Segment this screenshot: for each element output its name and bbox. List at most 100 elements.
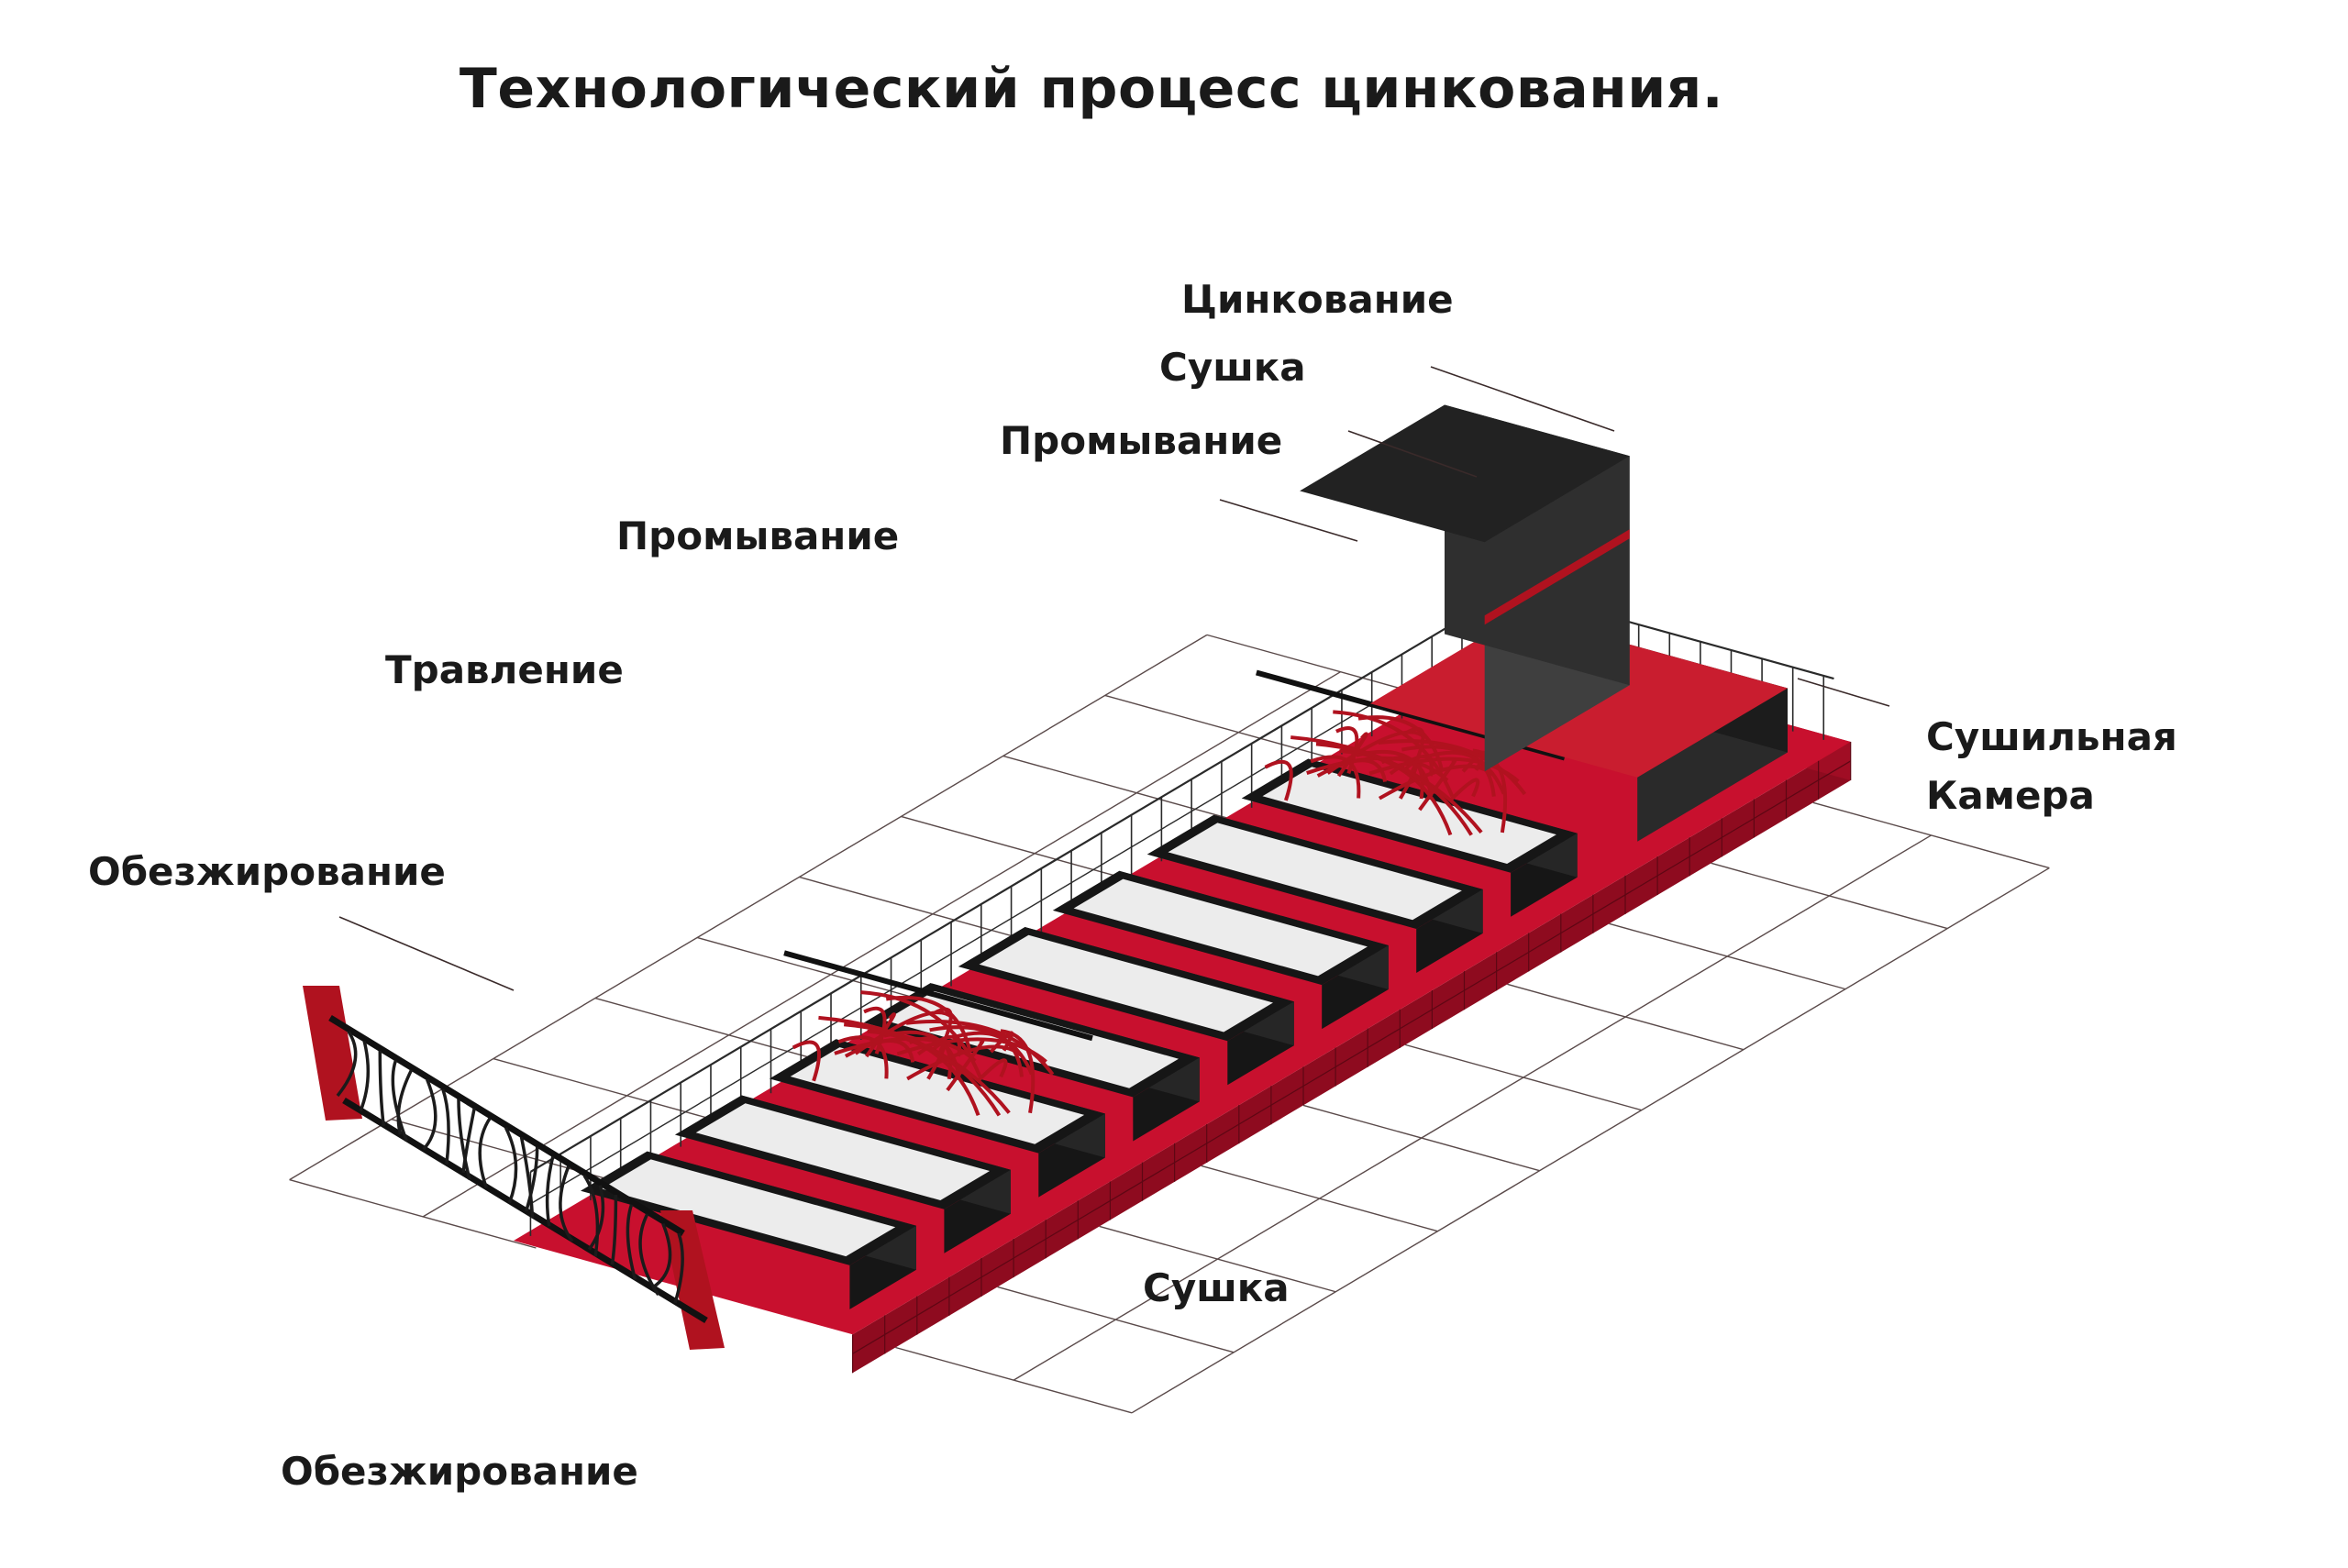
rack-etching-bar: [865, 1012, 896, 1058]
label-rinsing-2: Промывание: [616, 513, 900, 558]
grid-line-back: [901, 815, 1148, 886]
tank-8-liquid: [1262, 767, 1556, 864]
label-drying-chamber: Сушильная Камера: [1926, 708, 2177, 825]
leader-drying-chamber: [1797, 678, 1890, 707]
frame-hanging-part: [336, 1031, 358, 1098]
grid-line-back: [1002, 755, 1250, 825]
tank-6: [1052, 870, 1389, 1030]
tank-2-liquid: [695, 1103, 991, 1200]
frame-hanging-part: [525, 1146, 539, 1212]
rack-zinc-bar: [1339, 749, 1453, 836]
label-drying-chamber-line1: Сушильная: [1926, 714, 2177, 759]
rack-etching-bar: [905, 1019, 1055, 1076]
leader-zinc: [1430, 366, 1615, 432]
frame-hanging-part: [626, 1204, 637, 1281]
frame-hanging-part: [461, 1108, 476, 1173]
frame-hanging-part: [673, 1232, 684, 1304]
tank-2: [674, 1095, 1011, 1253]
frame-hanging-part: [504, 1126, 518, 1204]
frame-hanging-part: [478, 1117, 492, 1188]
grid-line-front-mid: [1013, 834, 1932, 1381]
page-title: Технологический процесс цинкования.: [459, 57, 1724, 121]
grid-line-front-edge: [1131, 867, 2050, 1414]
leader-degreasing-1: [338, 916, 515, 991]
hanging-racks: [783, 669, 1566, 1117]
frame-hanging-part: [587, 1185, 605, 1251]
frame-hanging-part: [559, 1165, 574, 1242]
frame-post-left: [303, 986, 362, 1121]
rack-zinc-bar: [1378, 739, 1527, 796]
rack-zinc-bar: [1418, 758, 1457, 812]
railing-mid-rail: [530, 623, 1508, 1205]
frame-hanging-part: [396, 1069, 414, 1135]
frame-hanging-part: [391, 1059, 409, 1143]
label-leader-lines: [338, 366, 1890, 991]
rack-etching-bar: [934, 1007, 953, 1055]
rack-etching-bar: [896, 1037, 1047, 1064]
rack-zinc-bar: [1316, 758, 1388, 782]
rack-zinc-bar: [1368, 756, 1520, 783]
tank-4-liquid: [884, 990, 1179, 1088]
rack-zinc-bar: [1461, 750, 1486, 773]
grid-line-back: [493, 1057, 740, 1128]
rack-zinc-bar: [1264, 759, 1293, 801]
label-drying-bottom: Сушка: [1143, 1265, 1290, 1310]
rack-etching-bar: [867, 1029, 980, 1116]
tank-5-liquid: [979, 934, 1273, 1032]
tank-7: [1146, 814, 1483, 973]
frame-post-right: [660, 1210, 725, 1350]
grid-line-back: [289, 1178, 537, 1249]
grid-line-back: [1104, 694, 1352, 765]
frame-hanging-part: [441, 1088, 450, 1165]
tank-6-liquid: [1073, 878, 1368, 977]
rack-zinc-bar: [1315, 742, 1473, 836]
railing-top-rail: [529, 591, 1508, 1173]
frame-hanging-part: [545, 1155, 555, 1227]
tank-7-liquid: [1168, 823, 1462, 921]
platform-brick-course: [852, 760, 1852, 1354]
label-degreasing-1: Обезжирование: [88, 849, 446, 894]
zinc-furnace-top: [1300, 404, 1630, 543]
tank-1-liquid: [601, 1159, 896, 1257]
rack-zinc-bar: [1406, 726, 1425, 775]
frame-hanging-part: [422, 1078, 437, 1151]
label-degreasing-2: Обезжирование: [281, 1449, 638, 1494]
tank-5: [958, 927, 1294, 1086]
frame-hanging-part: [650, 1222, 672, 1290]
leader-rinsing-1: [1219, 499, 1358, 542]
rack-zinc-bar: [1449, 778, 1480, 801]
rack-zinc-bar: [1357, 715, 1445, 772]
frame-hanging-part: [519, 1136, 535, 1219]
label-zinc-coating: Цинкование: [1181, 277, 1454, 322]
frame-hanging-part: [359, 1041, 371, 1112]
rack-etching-bar: [844, 1039, 915, 1063]
rack-etching-bar: [844, 1022, 1002, 1117]
frame-hanging-part: [378, 1050, 386, 1127]
leader-drying-top: [1347, 430, 1478, 478]
frame-beam-top: [328, 1015, 685, 1236]
furnace-red-band: [1484, 529, 1630, 625]
frame-hanging-part: [610, 1195, 618, 1265]
rack-etching-beam: [783, 950, 1093, 1042]
grid-line-back: [697, 936, 945, 1007]
label-rinsing-1: Промывание: [1000, 418, 1283, 463]
rack-etching-bar: [977, 1058, 1008, 1082]
loading-frame: [303, 986, 725, 1350]
frame-hanging-part: [582, 1175, 600, 1257]
rack-etching-bar: [946, 1039, 985, 1092]
label-drying-chamber-line2: Камера: [1926, 773, 2095, 818]
process-tanks: [581, 758, 1578, 1309]
tank-1: [581, 1151, 916, 1309]
grid-line-back-mid: [422, 671, 1341, 1218]
rack-zinc: [1256, 669, 1566, 836]
grid-line-back: [799, 876, 1047, 946]
rack-etching-bar: [792, 1040, 821, 1082]
rack-etching-bar: [885, 995, 972, 1053]
label-drying-top: Сушка: [1159, 345, 1306, 390]
rack-etching: [783, 950, 1093, 1117]
drying-chamber-and-furnace: [1300, 404, 1788, 842]
tank-3-liquid: [790, 1047, 1085, 1144]
label-etching: Травление: [385, 647, 624, 692]
